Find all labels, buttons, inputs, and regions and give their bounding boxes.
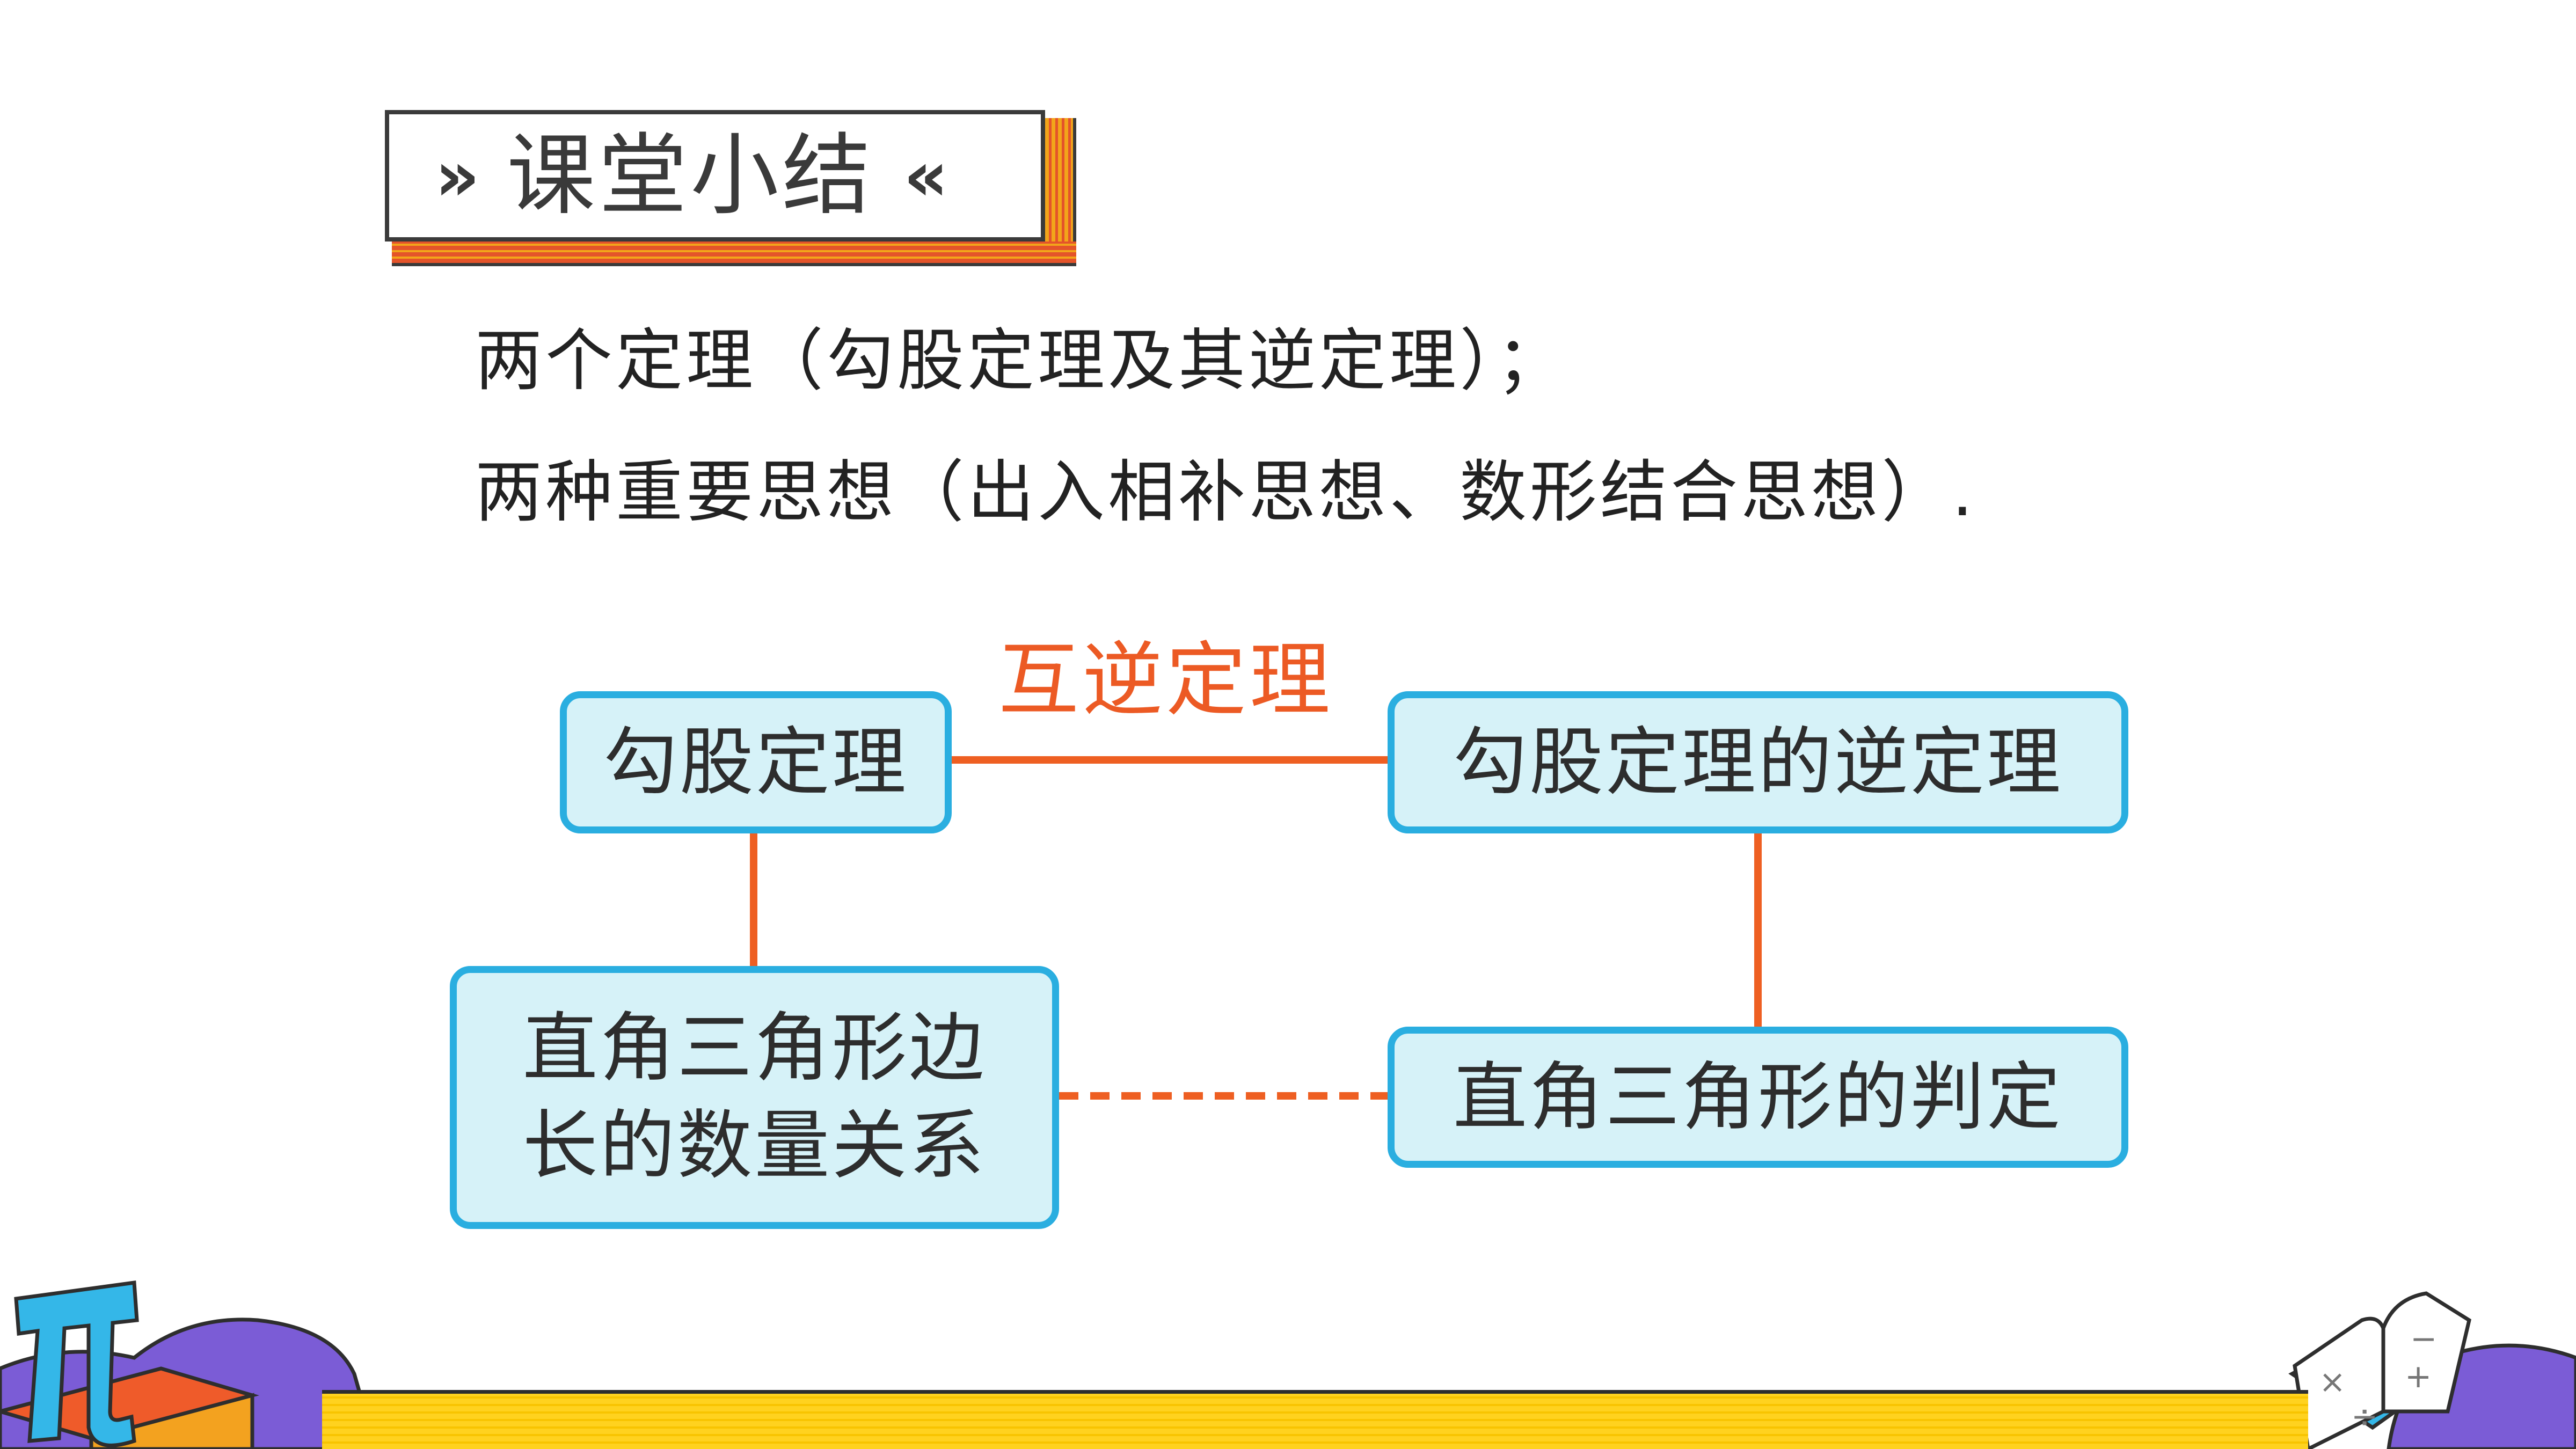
summary-theorems: 两个定理（勾股定理及其逆定理）；: [475, 322, 1567, 400]
page-title: 课堂小结: [506, 124, 874, 227]
node-right-triangle-judgement-label: 直角三角形的判定: [1453, 1053, 2063, 1140]
node-converse-theorem-label: 勾股定理的逆定理: [1453, 719, 2063, 806]
book-minus-symbol: −: [2410, 1320, 2437, 1358]
double-chevron-right-icon: »: [435, 135, 480, 217]
node-side-length-relation-label: 直角三角形边 长的数量关系: [522, 1005, 987, 1190]
open-book-icon: × ÷ − +: [2288, 1291, 2471, 1449]
node-pythagorean-theorem-label: 勾股定理: [603, 719, 908, 806]
connector-converse-relation: [952, 756, 1388, 764]
connector-right-vertical: [1754, 833, 1762, 1027]
book-multiply-symbol: ×: [2319, 1363, 2346, 1401]
connector-dashed-link: [1059, 1092, 1388, 1100]
summary-ideas: 两种重要思想（出入相补思想、数形结合思想）.: [475, 453, 1976, 531]
footer-decoration: × ÷ − +: [0, 1280, 2576, 1449]
relation-label: 互逆定理: [998, 634, 1334, 727]
double-chevron-left-icon: «: [903, 135, 948, 217]
title-badge-bottom-stripe: [392, 241, 1076, 266]
footer-yellow-floor: [322, 1390, 2308, 1449]
title-badge: » 课堂小结 «: [385, 110, 1045, 241]
node-converse-theorem: 勾股定理的逆定理: [1388, 691, 2128, 833]
book-divide-symbol: ÷: [2351, 1398, 2378, 1436]
pi-icon: [14, 1280, 139, 1447]
node-side-length-relation: 直角三角形边 长的数量关系: [450, 966, 1059, 1229]
book-plus-symbol: +: [2405, 1358, 2432, 1395]
connector-left-vertical: [750, 833, 757, 966]
node-pythagorean-theorem: 勾股定理: [560, 691, 952, 833]
node-right-triangle-judgement: 直角三角形的判定: [1388, 1027, 2128, 1168]
